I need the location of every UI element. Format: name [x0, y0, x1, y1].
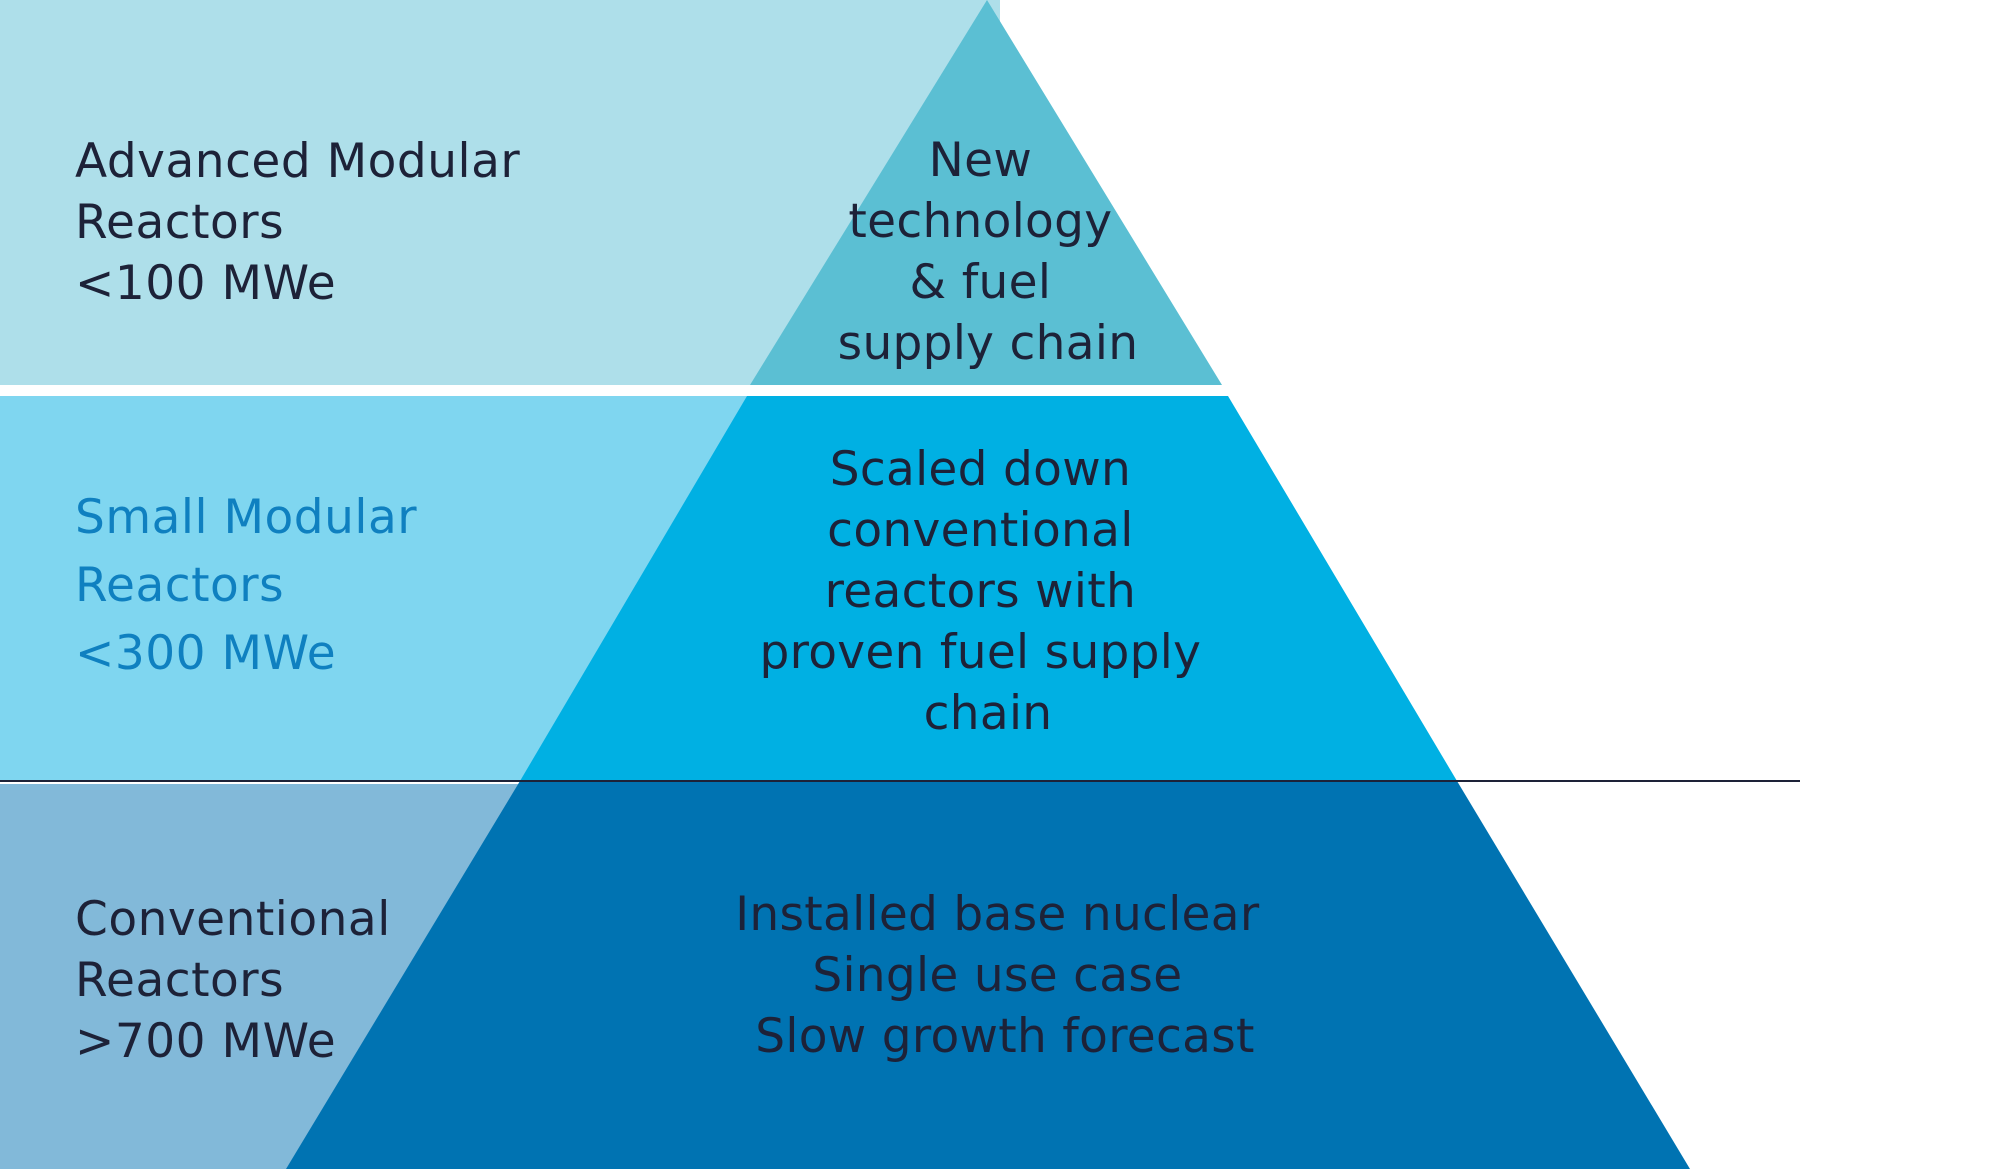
- pyramid-top-segment: [750, 0, 1222, 385]
- tier-label-line: Small Modular: [75, 490, 417, 545]
- tier-desc-line: supply chain: [838, 316, 1139, 371]
- tier-label-advanced: Advanced Modular Reactors <100 MWe: [75, 134, 536, 311]
- tier-desc-line: conventional: [827, 503, 1133, 558]
- tier-label-line: Advanced Modular: [75, 134, 520, 189]
- tier-label-line: Reactors: [75, 953, 284, 1008]
- tier-label-small: Small Modular Reactors <300 MWe: [75, 490, 433, 681]
- tier-desc-advanced: New technology & fuel supply chain: [838, 133, 1139, 371]
- pyramid-middle-segment: [520, 396, 1457, 781]
- tier-label-line: <100 MWe: [75, 256, 336, 311]
- tier-desc-line: Single use case: [812, 948, 1182, 1003]
- tier-label-line: Conventional: [75, 892, 391, 947]
- tier-desc-line: technology: [848, 194, 1112, 249]
- tier-label-conventional: Conventional Reactors >700 MWe: [75, 892, 406, 1069]
- tier-desc-line: Scaled down: [830, 442, 1131, 497]
- tier-label-line: Reactors: [75, 195, 284, 250]
- pyramid-bottom-segment: [286, 781, 1690, 1169]
- tier-desc-line: proven fuel supply: [759, 625, 1201, 680]
- tier-label-line: >700 MWe: [75, 1014, 336, 1069]
- tier-desc-conventional: Installed base nuclear Single use case S…: [735, 887, 1275, 1064]
- tier-desc-small: Scaled down conventional reactors with p…: [759, 442, 1216, 741]
- tier-desc-line: Installed base nuclear: [735, 887, 1260, 942]
- tier-desc-line: & fuel: [910, 255, 1052, 310]
- tier-desc-line: New: [929, 133, 1032, 188]
- tier-desc-line: chain: [924, 686, 1053, 741]
- tier-label-line: <300 MWe: [75, 626, 336, 681]
- tier-desc-line: reactors with: [825, 564, 1136, 619]
- tier-label-line: Reactors: [75, 558, 284, 613]
- tier-desc-line: Slow growth forecast: [755, 1009, 1255, 1064]
